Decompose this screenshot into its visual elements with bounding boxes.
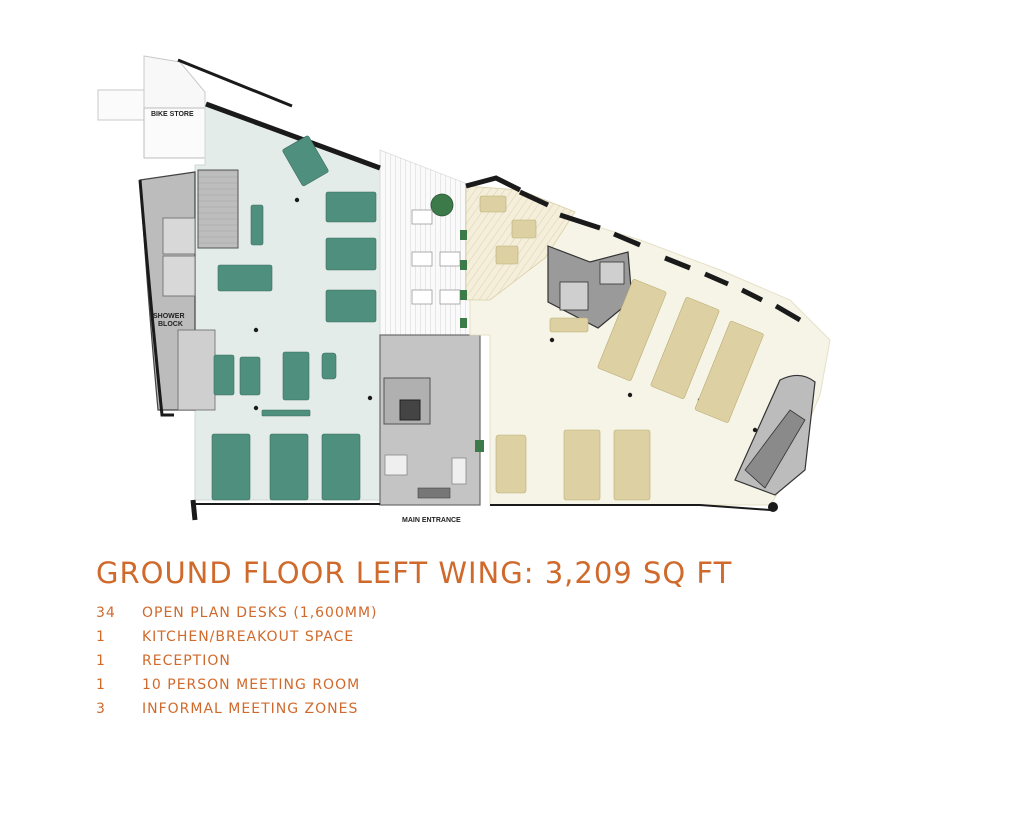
schedule-quantity: 1	[96, 677, 106, 693]
left-desk-clusters	[211, 135, 377, 501]
schedule-quantity: 1	[96, 653, 106, 669]
schedule-label: 10 PERSON MEETING ROOM	[142, 677, 361, 693]
schedule-quantity: 34	[96, 605, 116, 621]
reception-core	[379, 334, 481, 506]
floor-area-title: GROUND FLOOR LEFT WING: 3,209 SQ FT	[96, 556, 733, 590]
central-walkway	[379, 149, 471, 336]
schedule-row: 1 10 PERSON MEETING ROOM	[96, 673, 378, 697]
schedule-row: 34 OPEN PLAN DESKS (1,600MM)	[96, 601, 378, 625]
schedule-label: RECEPTION	[142, 653, 231, 669]
floor-plan: BIKE STORE SHOWER BLOCK MAIN ENTRANCE	[97, 55, 831, 524]
bike-store-label: BIKE STORE	[151, 111, 194, 118]
schedule-label: KITCHEN/BREAKOUT SPACE	[142, 629, 355, 645]
breakout-furniture	[411, 193, 484, 452]
schedule-row: 1 RECEPTION	[96, 649, 378, 673]
schedule-label: INFORMAL MEETING ZONES	[142, 701, 359, 717]
right-desk-clusters	[479, 195, 764, 501]
schedule-row: 3 INFORMAL MEETING ZONES	[96, 697, 378, 721]
shower-block-label-line2: BLOCK	[158, 321, 183, 328]
accommodation-schedule: 34 OPEN PLAN DESKS (1,600MM) 1 KITCHEN/B…	[96, 601, 378, 721]
schedule-quantity: 3	[96, 701, 106, 717]
shower-block-core	[138, 169, 239, 417]
right-core	[547, 245, 633, 329]
bike-store-area	[97, 55, 293, 159]
shower-block-label-line1: SHOWER	[153, 313, 185, 320]
schedule-quantity: 1	[96, 629, 106, 645]
schedule-label: OPEN PLAN DESKS (1,600MM)	[142, 605, 378, 621]
facade-walls	[190, 101, 802, 521]
main-entrance-label: MAIN ENTRANCE	[402, 517, 461, 524]
right-stair-core	[734, 374, 816, 496]
schedule-row: 1 KITCHEN/BREAKOUT SPACE	[96, 625, 378, 649]
